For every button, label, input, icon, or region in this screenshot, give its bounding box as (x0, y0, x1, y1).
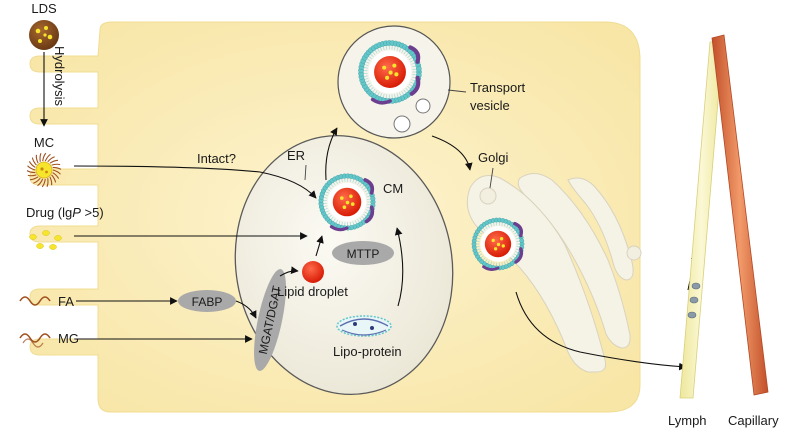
er-label: ER (287, 148, 305, 163)
chylomicron-er (318, 173, 376, 232)
hydrolysis-label: Hydrolysis (52, 46, 67, 106)
fa-tail-icon (19, 296, 51, 306)
drug-yellow-particles (29, 230, 62, 250)
golgi-label: Golgi (478, 150, 508, 165)
lymph-chylomicron-dots (687, 282, 701, 319)
lipoprotein-label: Lipo-protein (333, 344, 402, 359)
mc-micelle (26, 152, 62, 188)
arrow-lipoprotein-to-cm (394, 227, 404, 307)
lymph-label: Lymph (668, 413, 707, 428)
transport-label-line2: vesicle (470, 98, 510, 113)
lymph-vessel (679, 41, 724, 399)
fabp-pill (178, 290, 236, 312)
mg-tail-icon-2 (22, 338, 44, 348)
mc-label: MC (34, 135, 54, 150)
capillary-vessel (711, 34, 769, 396)
vesicle-bubble-large (393, 115, 411, 133)
arrow-fabp-to-mgat (235, 300, 257, 319)
endoplasmic-reticulum (234, 134, 454, 396)
mgat-dgat-pill (254, 269, 286, 371)
golgi-leader-line (489, 167, 494, 189)
fabp-label: FABP (192, 295, 223, 309)
drug-label: Drug (lgP >5) (26, 205, 104, 220)
chylomicron-vesicle (358, 40, 422, 105)
transport-leader-line (447, 89, 467, 93)
mg-label: MG (58, 331, 79, 346)
capillary-label: Capillary (728, 413, 779, 428)
er-leader-line (304, 164, 307, 181)
lds-label: LDS (31, 1, 57, 16)
arrow-mgat-to-droplet (279, 266, 299, 277)
intact-label: Intact? (197, 151, 236, 166)
mttp-label: MTTP (347, 247, 380, 261)
arrow-droplet-to-cm (315, 235, 324, 257)
chylomicron-golgi (471, 217, 525, 271)
arrow-er-to-vesicle (325, 127, 338, 181)
lipoprotein-icon (336, 315, 392, 337)
vesicle-bubble-small (415, 98, 431, 114)
lipid-droplet-label: Lipid droplet (277, 284, 348, 299)
transport-label-line1: Transport (470, 80, 526, 95)
arrow-vesicle-to-golgi (431, 135, 473, 171)
lds-yellow-dots (35, 26, 53, 43)
cm-label: CM (383, 181, 403, 196)
fa-label: FA (58, 294, 74, 309)
arrow-mc-to-cm (73, 165, 317, 199)
mg-tail-icon (19, 333, 51, 343)
lipid-droplet-sphere (302, 261, 324, 283)
arrow-golgi-to-lymph (515, 291, 687, 371)
mttp-pill (332, 241, 394, 265)
